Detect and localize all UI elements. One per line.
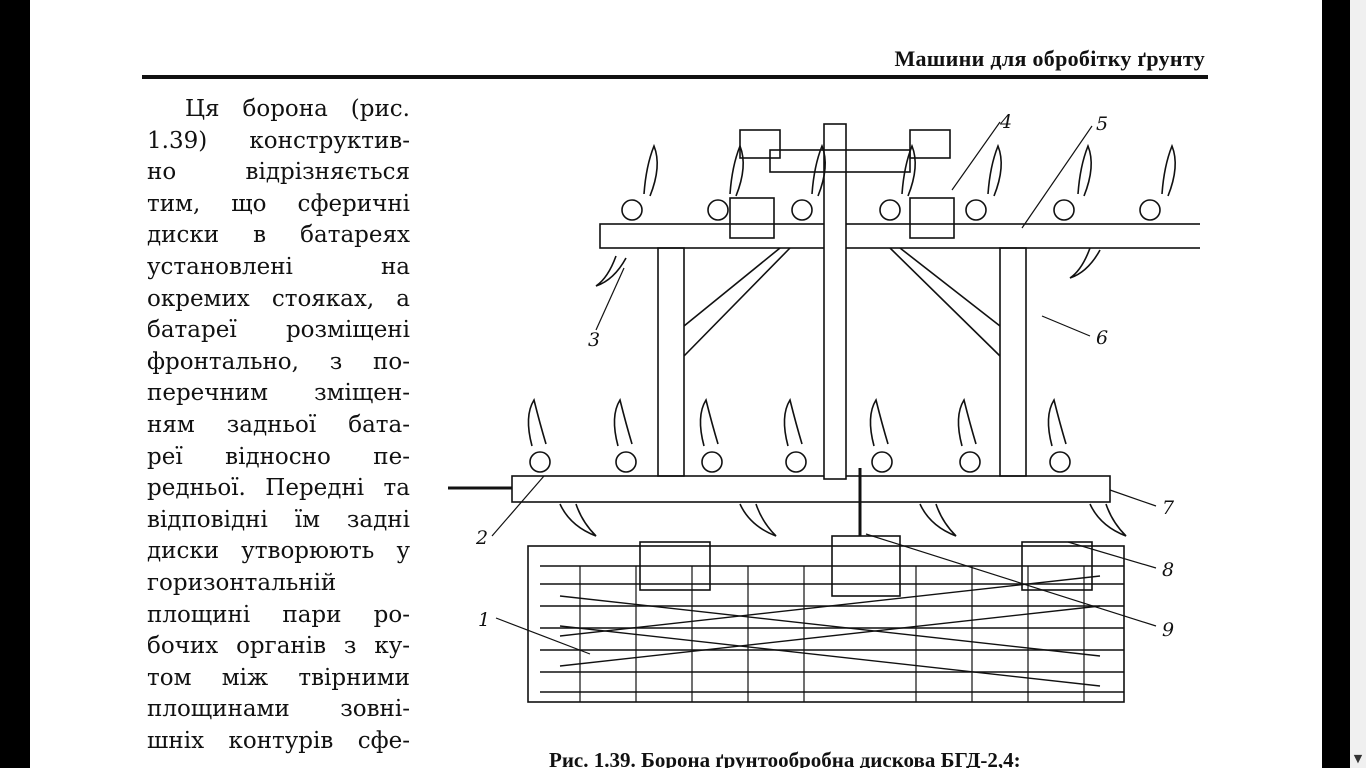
body-paragraph: Ця борона (рис. 1.39) конструктив- но ві… <box>147 94 410 757</box>
text-line: горизонтальній <box>147 569 337 596</box>
front-beam <box>599 223 1200 249</box>
text-line: но відрізняється <box>147 159 410 186</box>
text-line: тим, що сферичні <box>147 190 410 217</box>
callout-2: 2 <box>475 527 488 549</box>
figure-caption: Рис. 1.39. Борона ґрунтообробна дискова … <box>549 748 1021 768</box>
text-line: фронтально, з по- <box>147 348 410 375</box>
callout-6: 6 <box>1096 327 1108 349</box>
text-line: бочих органів з ку- <box>147 633 410 660</box>
callout-5: 5 <box>1096 113 1108 135</box>
text-line: 1.39) конструктив- <box>147 127 410 154</box>
text-line: площинами зовні- <box>147 696 410 723</box>
text-line: ням задньої бата- <box>147 411 410 438</box>
vertical-scrollbar[interactable]: ▼ <box>1322 0 1366 768</box>
callout-1: 1 <box>478 609 490 631</box>
callout-8: 8 <box>1162 559 1174 581</box>
text-line: шніх контурів сфе- <box>147 727 410 754</box>
text-line: диски в батареях <box>147 222 410 249</box>
chevron-down-icon[interactable]: ▼ <box>1350 750 1366 766</box>
document-page: Машини для обробітку ґрунту Ця борона (р… <box>30 0 1322 768</box>
text-line: перечним зміщен- <box>147 380 410 407</box>
text-line: установлені на <box>147 253 410 280</box>
scrollbar-track[interactable] <box>1350 0 1366 768</box>
rear-beam <box>511 475 1111 503</box>
text-line: Ця борона (рис. <box>185 96 410 122</box>
callout-4: 4 <box>999 111 1012 133</box>
window-left-edge <box>0 0 30 768</box>
text-line: батареї розміщені <box>147 317 410 344</box>
callout-7: 7 <box>1162 497 1175 519</box>
header-rule <box>142 75 1208 79</box>
callout-9: 9 <box>1162 619 1174 641</box>
text-line: окремих стояках, а <box>147 285 410 312</box>
harrow-drawing-figure: 1 2 3 4 5 6 7 8 9 <box>440 106 1200 716</box>
callout-3: 3 <box>588 329 600 351</box>
harrow-technical-drawing: 1 2 3 4 5 6 7 8 9 <box>448 111 1200 703</box>
text-line: площині пари ро- <box>147 601 410 628</box>
text-line: реї відносно пе- <box>147 443 410 470</box>
running-header: Машини для обробітку ґрунту <box>894 46 1205 71</box>
text-line: том між твірними <box>147 664 410 691</box>
text-line: редньої. Передні та <box>147 475 410 502</box>
text-line: диски утворюють у <box>147 538 410 565</box>
text-line: відповідні їм задні <box>147 506 410 533</box>
